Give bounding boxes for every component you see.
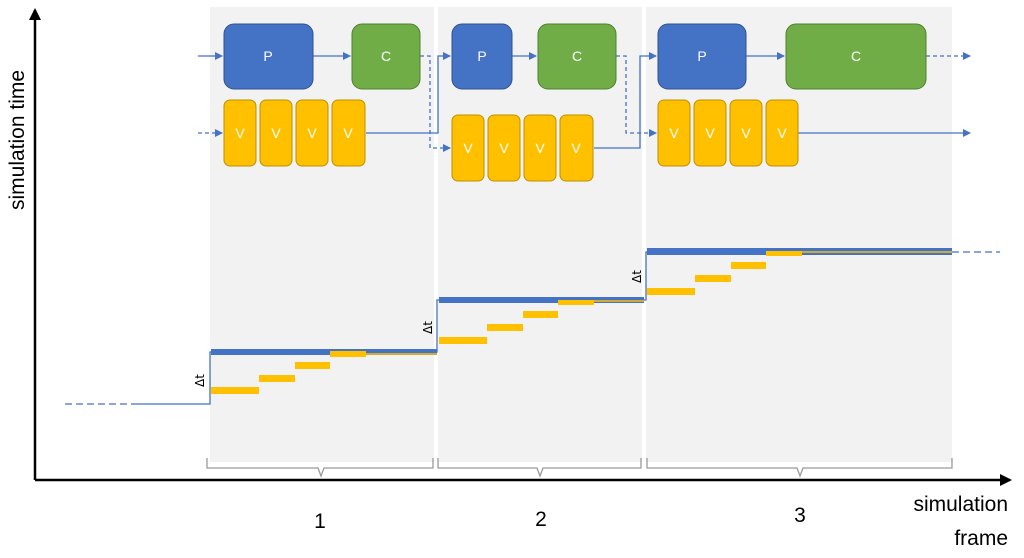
flow-connector: [366, 52, 451, 134]
v-box: [331, 99, 366, 167]
v-box: [559, 114, 594, 182]
flow-connector-dashed: [420, 55, 451, 152]
v-box-label: V: [499, 140, 509, 156]
frame-label-1: 1: [314, 510, 326, 533]
c-box: [785, 23, 927, 90]
y-axis-label: simulation time: [6, 70, 29, 210]
v-box-label: V: [271, 125, 281, 141]
frame-brace-2: [437, 458, 642, 478]
substep-bar: [211, 387, 259, 394]
v-box-label: V: [777, 125, 787, 141]
substep-bar: [558, 300, 594, 305]
flow-connector: [594, 52, 657, 149]
v-box: [657, 99, 691, 167]
v-box: [259, 99, 293, 167]
v-box: [295, 99, 329, 167]
v-box: [223, 99, 257, 167]
v-box: [451, 114, 485, 182]
x-axis-label-line1: simulation: [913, 493, 1008, 516]
p-box: [451, 23, 513, 90]
c-box-label: C: [572, 48, 582, 64]
substep-bar: [731, 262, 766, 269]
substep-bar: [487, 324, 523, 331]
substep-bar: [695, 275, 731, 282]
delta-t-label-1: Δt: [193, 374, 207, 387]
substep-bar: [439, 337, 487, 344]
frame-label-2: 2: [535, 508, 547, 531]
frame-label-3: 3: [794, 504, 806, 527]
v-box-label: V: [571, 140, 581, 156]
frame-time-bar-1: [211, 349, 437, 355]
frame-time-bar-2: [439, 297, 644, 303]
p-box-label: P: [477, 48, 486, 64]
v-box-label: V: [343, 125, 353, 141]
c-box: [351, 23, 421, 90]
c-box-label: C: [381, 48, 391, 64]
substep-bar: [647, 288, 695, 295]
v-box-label: V: [307, 125, 317, 141]
v-box-label: V: [463, 140, 473, 156]
c-box: [537, 23, 617, 90]
p-box-label: P: [263, 48, 272, 64]
c-box-label: C: [851, 48, 861, 64]
v-box-label: V: [535, 140, 545, 156]
v-box: [523, 114, 557, 182]
substep-bar: [259, 375, 295, 382]
substep-bar: [766, 251, 802, 256]
timeline-step-line: [135, 251, 952, 405]
p-box: [223, 23, 314, 90]
delta-t-label-2: Δt: [421, 321, 435, 334]
delta-t-label-3: Δt: [630, 270, 644, 283]
v-box: [487, 114, 521, 182]
v-box-label: V: [741, 125, 751, 141]
p-box: [657, 23, 747, 90]
p-box-label: P: [697, 48, 706, 64]
frame-brace-1: [206, 458, 434, 478]
v-box-label: V: [669, 125, 679, 141]
v-box: [693, 99, 727, 167]
v-box-label: V: [235, 125, 245, 141]
v-box-label: V: [705, 125, 715, 141]
x-axis-label-line2: frame: [954, 527, 1008, 550]
substep-bar: [330, 351, 366, 357]
substep-bar: [295, 362, 330, 369]
substep-bar: [523, 311, 558, 318]
frame-brace-3: [646, 458, 953, 478]
v-box: [729, 99, 763, 167]
flow-connector-dashed: [616, 55, 657, 137]
v-box: [765, 99, 799, 167]
